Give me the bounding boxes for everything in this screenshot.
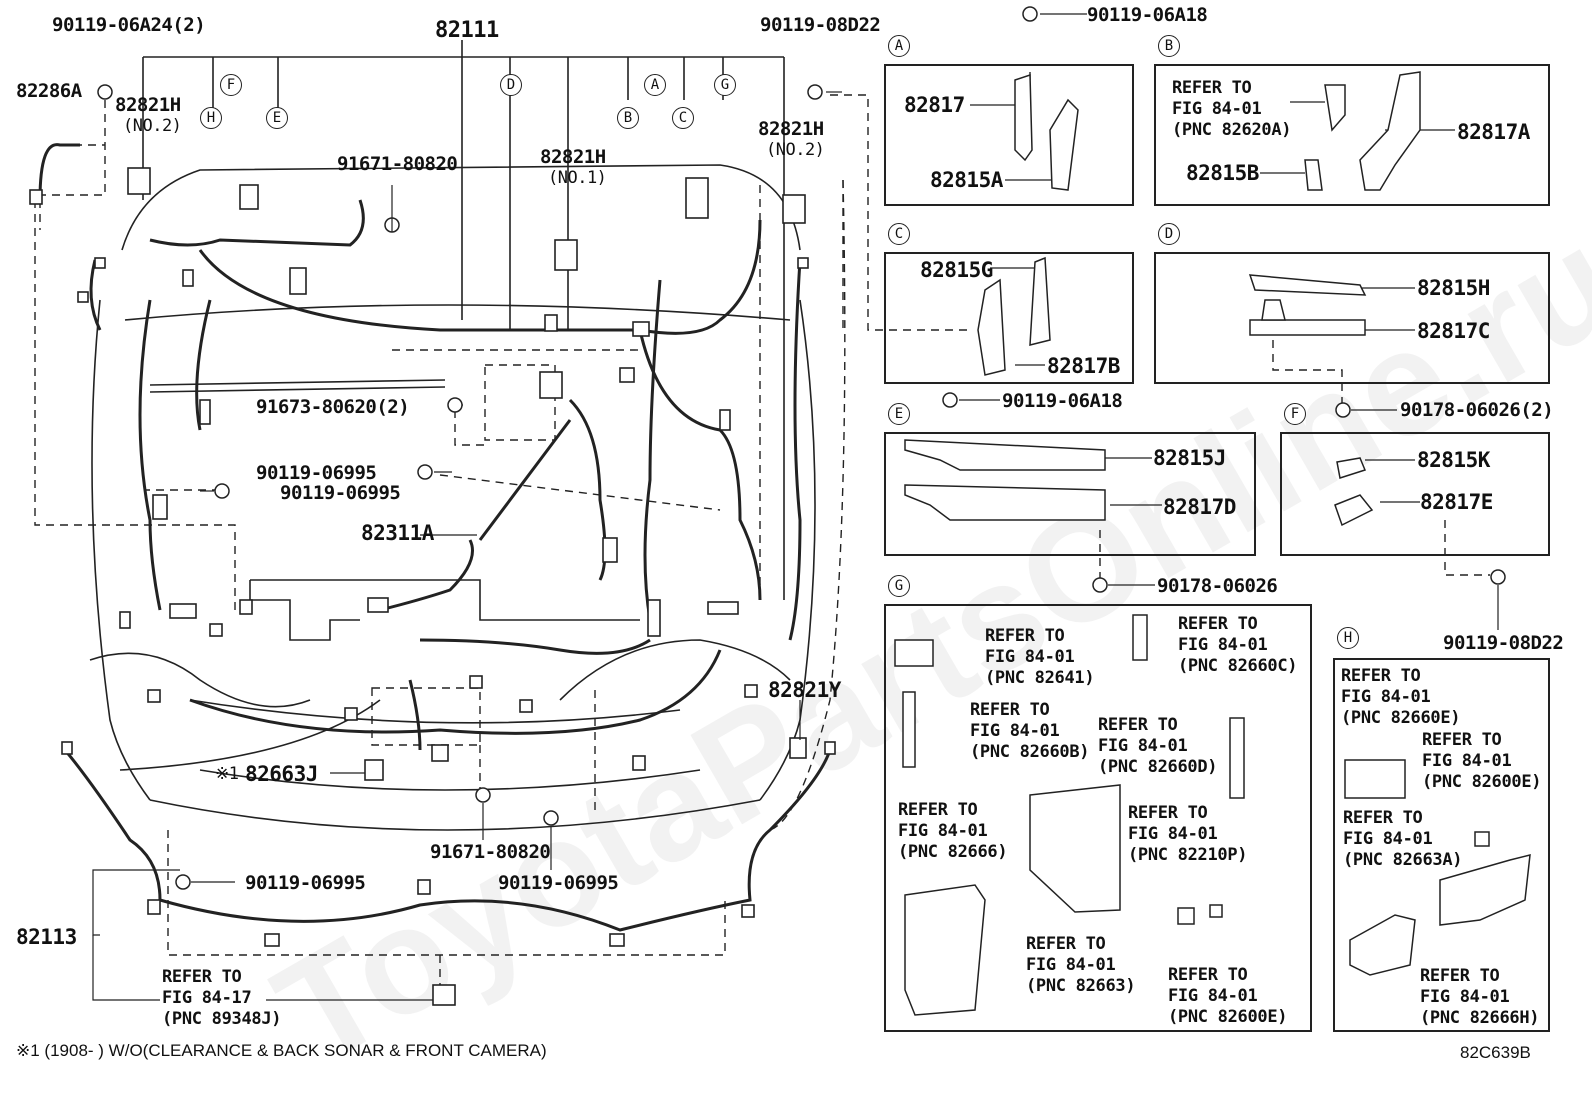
callout-f[interactable]: F: [220, 74, 242, 96]
part-82821H-left-sub: (NO.2): [123, 116, 182, 136]
callout-c[interactable]: C: [672, 107, 694, 129]
panel-a-letter: A: [888, 35, 910, 57]
refer-pnc-82620A[interactable]: REFER TO FIG 84-01 (PNC 82620A): [1172, 78, 1292, 140]
part-91671-80820-top[interactable]: 91671-80820: [337, 153, 458, 175]
panel-f-screw-90119-08D22[interactable]: 90119-08D22: [1443, 632, 1564, 654]
panel-e-letter: E: [888, 403, 910, 425]
part-82286A[interactable]: 82286A: [16, 80, 82, 102]
panel-a-screw-90119-06A18[interactable]: 90119-06A18: [1087, 4, 1208, 26]
callout-a[interactable]: A: [644, 74, 666, 96]
refer-pnc-82666H[interactable]: REFER TO FIG 84-01 (PNC 82666H): [1420, 966, 1540, 1028]
part-90119-06995-d[interactable]: 90119-06995: [245, 872, 366, 894]
refer-pnc-82600E-g[interactable]: REFER TO FIG 84-01 (PNC 82600E): [1168, 965, 1288, 1027]
refer-pnc-82641[interactable]: REFER TO FIG 84-01 (PNC 82641): [985, 626, 1095, 688]
part-82817B[interactable]: 82817B: [1047, 354, 1120, 378]
refer-pnc-82660D[interactable]: REFER TO FIG 84-01 (PNC 82660D): [1098, 715, 1218, 777]
refer-fig-84-17[interactable]: REFER TO FIG 84-17 (PNC 89348J): [162, 967, 282, 1029]
callout-h[interactable]: H: [200, 107, 222, 129]
panel-f-clip-90178-06026[interactable]: 90178-06026(2): [1400, 399, 1554, 421]
callout-b[interactable]: B: [617, 107, 639, 129]
refer-pnc-82660C[interactable]: REFER TO FIG 84-01 (PNC 82660C): [1178, 614, 1298, 676]
refer-pnc-82210P[interactable]: REFER TO FIG 84-01 (PNC 82210P): [1128, 803, 1248, 865]
refer-pnc-82663[interactable]: REFER TO FIG 84-01 (PNC 82663): [1026, 934, 1136, 996]
part-90119-06A24[interactable]: 90119-06A24(2): [52, 14, 206, 36]
part-82815G[interactable]: 82815G: [920, 258, 993, 282]
refer-pnc-82663A[interactable]: REFER TO FIG 84-01 (PNC 82663A): [1343, 808, 1463, 870]
part-90119-06995-a[interactable]: 90119-06995: [256, 462, 377, 484]
panel-c-letter: C: [888, 223, 910, 245]
panel-d-letter: D: [1158, 223, 1180, 245]
part-90119-08D22-top[interactable]: 90119-08D22: [760, 14, 881, 36]
part-82311A[interactable]: 82311A: [361, 521, 434, 545]
panel-e: [884, 432, 1256, 556]
panel-h-letter: H: [1337, 627, 1359, 649]
part-82815A[interactable]: 82815A: [930, 168, 1003, 192]
part-91673-80620[interactable]: 91673-80620(2): [256, 396, 410, 418]
panel-e-screw-90119-06A18[interactable]: 90119-06A18: [1002, 390, 1123, 412]
part-82815J[interactable]: 82815J: [1153, 446, 1226, 470]
part-82821Y[interactable]: 82821Y: [768, 678, 841, 702]
footnote: ※1 (1908- ) W/O(CLEARANCE & BACK SONAR &…: [16, 1041, 547, 1060]
panel-a: [884, 64, 1134, 206]
panel-d: [1154, 252, 1550, 384]
part-82815H[interactable]: 82815H: [1417, 276, 1490, 300]
panel-g-letter: G: [888, 575, 910, 597]
refer-pnc-82600E-h[interactable]: REFER TO FIG 84-01 (PNC 82600E): [1422, 730, 1542, 792]
refer-pnc-82666[interactable]: REFER TO FIG 84-01 (PNC 82666): [898, 800, 1008, 862]
part-82111[interactable]: 82111: [435, 18, 499, 43]
part-82821H-mid-sub: (NO.1): [548, 168, 607, 188]
panel-f: [1280, 432, 1550, 556]
part-90119-06995-b[interactable]: 90119-06995: [280, 482, 401, 504]
panel-h: [1333, 658, 1550, 1032]
panel-f-letter: F: [1284, 403, 1306, 425]
part-82821H-mid[interactable]: 82821H: [540, 146, 606, 168]
part-82817D[interactable]: 82817D: [1163, 495, 1236, 519]
part-82663J[interactable]: 82663J: [245, 762, 318, 786]
part-90119-06995-c[interactable]: 90119-06995: [498, 872, 619, 894]
refer-pnc-82660E[interactable]: REFER TO FIG 84-01 (PNC 82660E): [1341, 666, 1461, 728]
panel-e-clip-90178-06026[interactable]: 90178-06026: [1157, 575, 1278, 597]
part-82817C[interactable]: 82817C: [1417, 319, 1490, 343]
part-82817E[interactable]: 82817E: [1420, 490, 1493, 514]
part-82817[interactable]: 82817: [904, 93, 965, 117]
panel-b: [1154, 64, 1550, 206]
part-91671-80820-bot[interactable]: 91671-80820: [430, 841, 551, 863]
part-82815B[interactable]: 82815B: [1186, 161, 1259, 185]
callout-d[interactable]: D: [500, 74, 522, 96]
panel-c: [884, 252, 1134, 384]
callout-e[interactable]: E: [266, 107, 288, 129]
part-82815K[interactable]: 82815K: [1417, 448, 1490, 472]
part-82821H-right-sub: (NO.2): [766, 140, 825, 160]
panel-g: [884, 604, 1312, 1032]
note-mark-1: ※1: [215, 764, 239, 784]
callout-g[interactable]: G: [714, 74, 736, 96]
part-82817A[interactable]: 82817A: [1457, 120, 1530, 144]
part-82821H-left[interactable]: 82821H: [115, 94, 181, 116]
panel-b-letter: B: [1158, 35, 1180, 57]
figure-code: 82C639B: [1460, 1043, 1531, 1062]
part-82821H-right[interactable]: 82821H: [758, 118, 824, 140]
part-82113[interactable]: 82113: [16, 925, 77, 949]
refer-pnc-82660B[interactable]: REFER TO FIG 84-01 (PNC 82660B): [970, 700, 1090, 762]
